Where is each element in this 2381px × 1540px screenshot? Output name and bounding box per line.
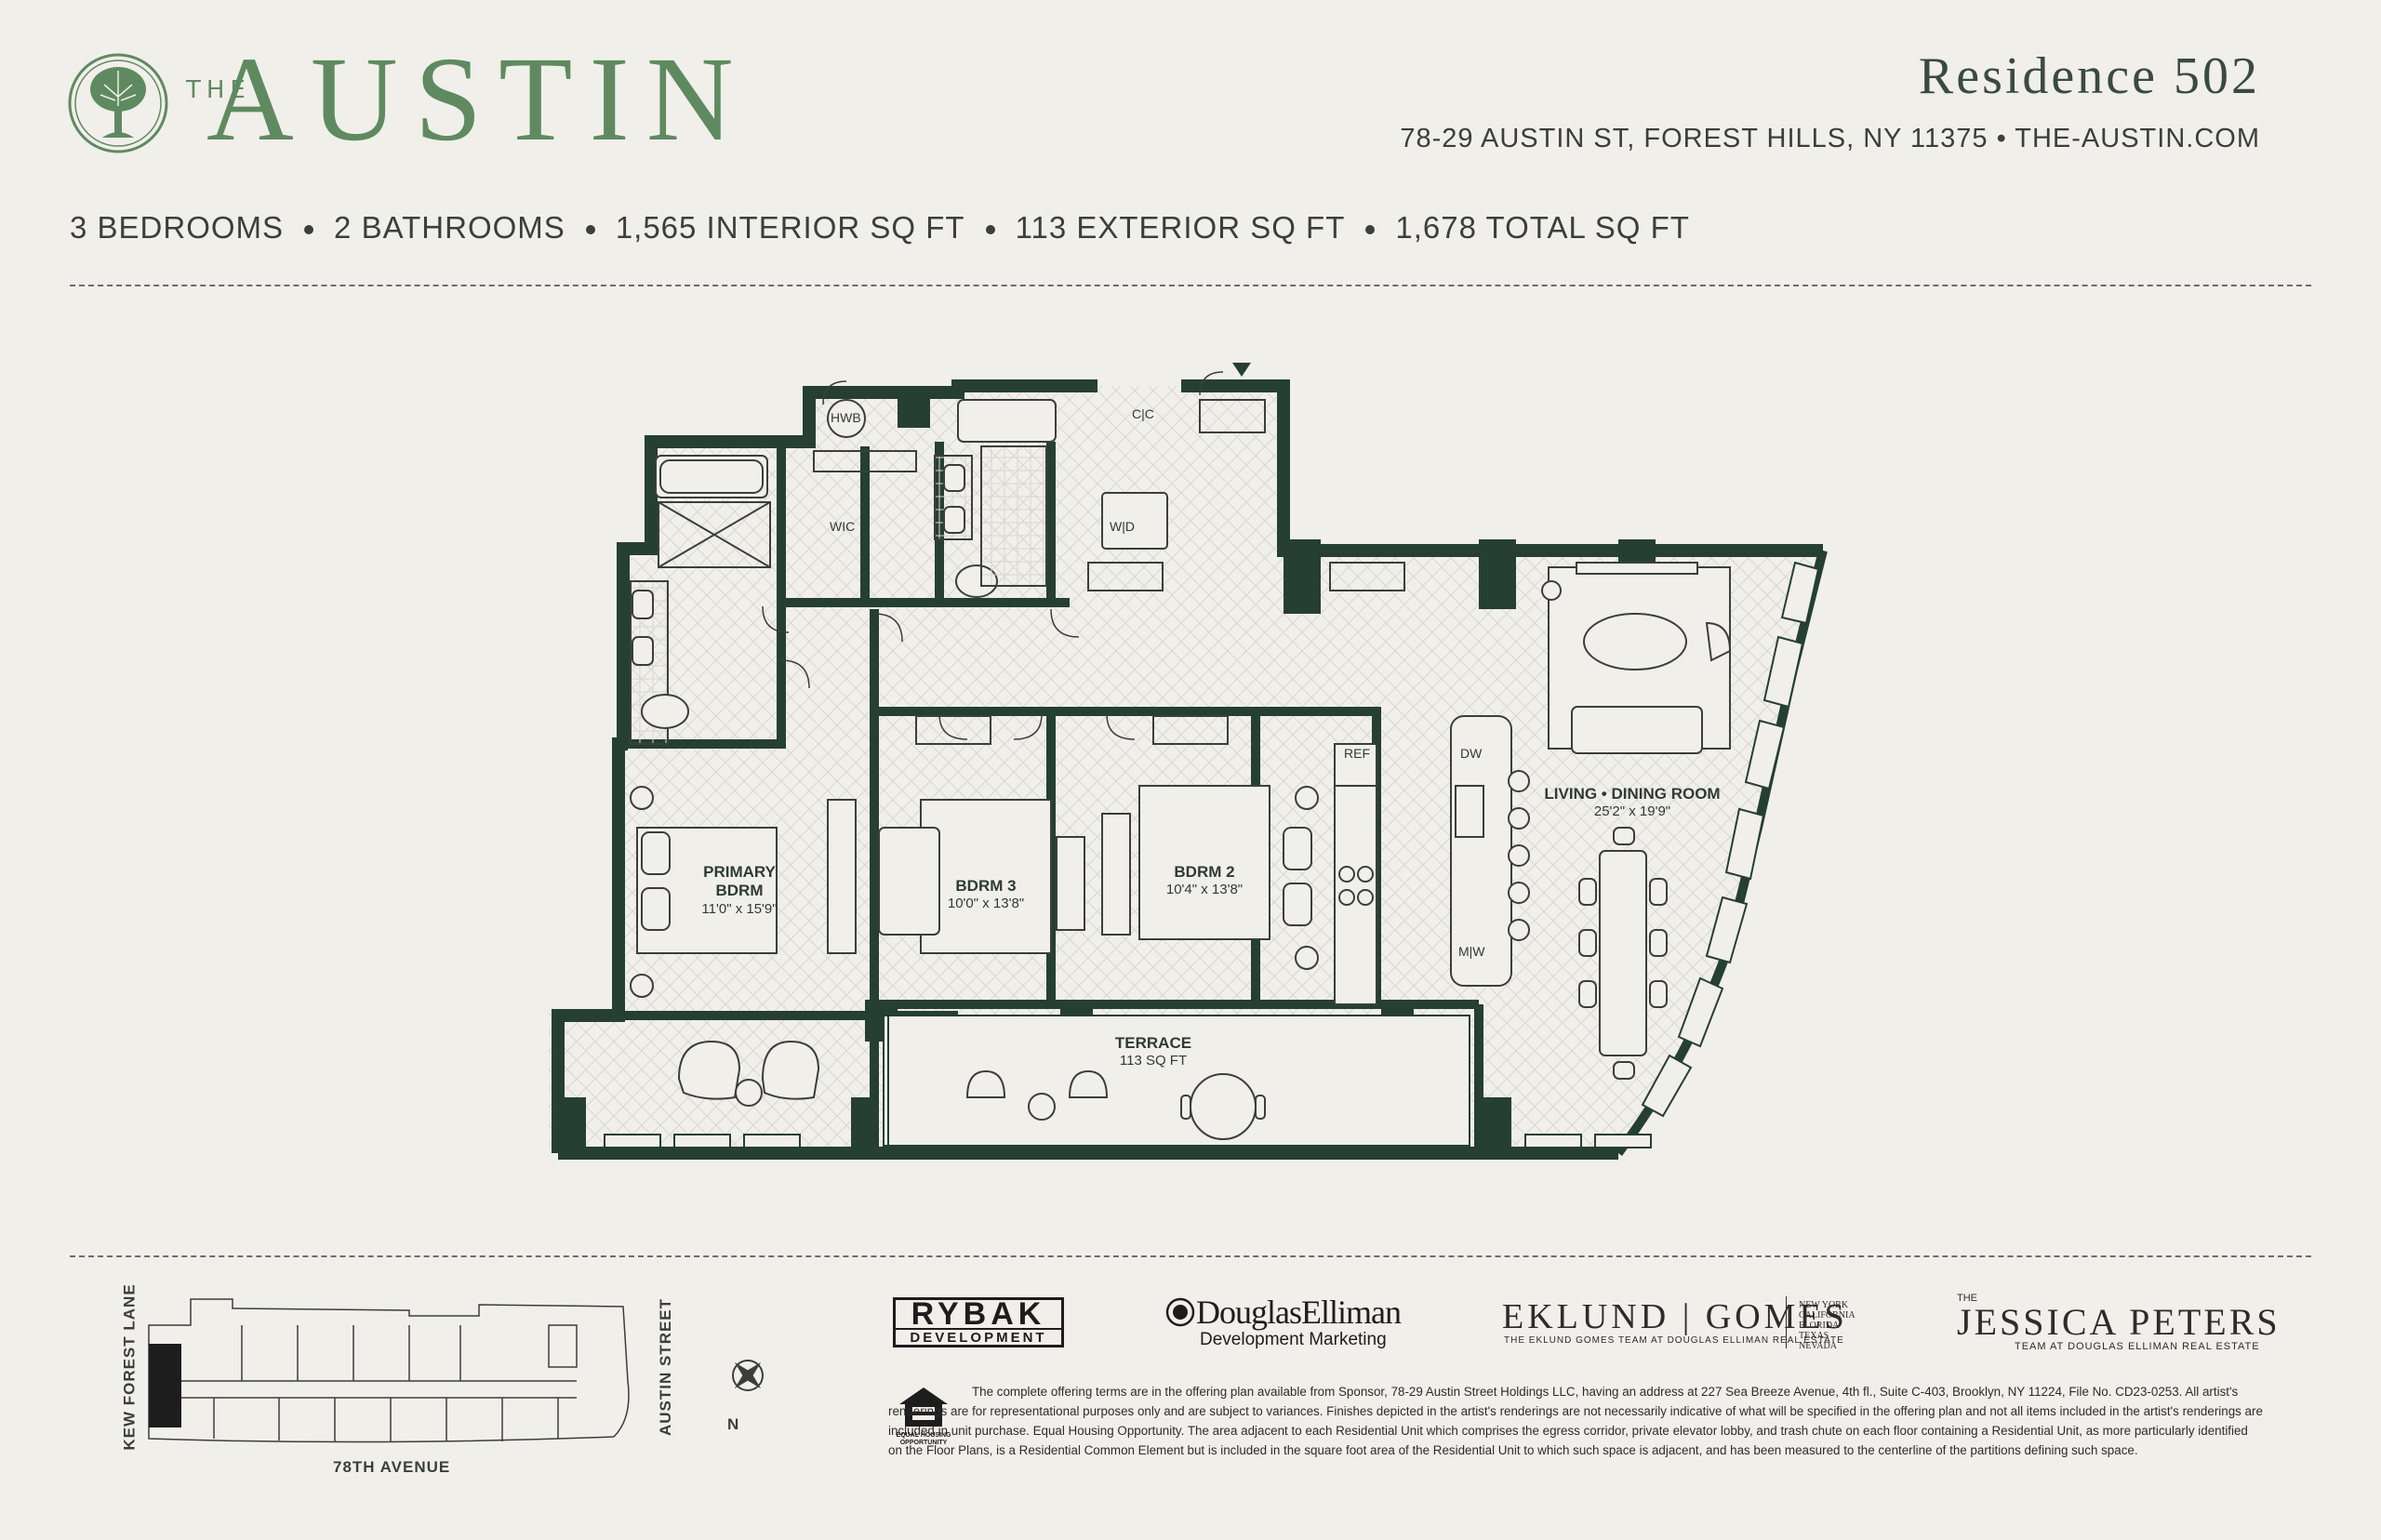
de-mark-icon: [1165, 1297, 1195, 1327]
compass-north: N: [727, 1415, 740, 1433]
room-terrace-dim: 113 SQ FT: [1119, 1053, 1188, 1069]
key-plan-drawing: [148, 1298, 630, 1443]
eg-name: EKLUND | GOMES: [1502, 1297, 1848, 1336]
room-bdrm3-name: BDRM 3: [955, 877, 1017, 895]
equal-housing-icon: [896, 1384, 951, 1430]
room-living-dim: 25'2" x 19'9": [1593, 803, 1671, 820]
eg-sub: THE EKLUND GOMES TEAM AT DOUGLAS ELLIMAN…: [1504, 1335, 1844, 1346]
tree-icon: [68, 53, 168, 153]
stat-bathrooms: 2 BATHROOMS: [334, 210, 565, 245]
label-ref: REF: [1344, 746, 1370, 761]
room-terrace-name: TERRACE: [1114, 1034, 1192, 1052]
label-wic: WIC: [830, 519, 856, 534]
brand-logo: [67, 52, 169, 154]
equal-housing-text: EQUAL HOUSING OPPORTUNITY: [896, 1432, 951, 1446]
divider-bottom: [70, 1255, 2311, 1257]
eg-divider: [1786, 1296, 1787, 1348]
residence-title: Residence 502: [1918, 47, 2260, 105]
de-name: DouglasElliman: [1196, 1294, 1402, 1331]
street-south: 78TH AVENUE: [333, 1458, 451, 1476]
de-sub: Development Marketing: [1200, 1330, 1387, 1349]
label-hwb: HWB: [831, 410, 861, 425]
stat-exterior: 113 EXTERIOR SQ FT: [1015, 210, 1346, 245]
brand-name: AUSTIN: [206, 33, 751, 166]
rybak-logo: RYBAK DEVELOPMENT: [893, 1297, 1064, 1348]
label-cc: C|C: [1132, 406, 1154, 421]
label-mw: M|W: [1458, 944, 1485, 959]
jp-name: JESSICA PETERS: [1957, 1301, 2281, 1343]
room-bdrm2-name: BDRM 2: [1174, 863, 1235, 881]
key-plan: [140, 1288, 642, 1455]
bullet-icon: [985, 225, 995, 235]
compass-icon: [725, 1353, 770, 1398]
unit-stats: 3 BEDROOMS 2 BATHROOMS 1,565 INTERIOR SQ F…: [70, 210, 1690, 246]
jp-sub: TEAM AT DOUGLAS ELLIMAN REAL ESTATE: [2015, 1341, 2260, 1352]
entry-arrow-icon: [1232, 363, 1251, 377]
legal-disclaimer: The complete offering terms are in the o…: [888, 1385, 2263, 1457]
eg-states: NEW YORK CALIFORNIA FLORIDA TEXAS NEVADA: [1799, 1300, 1856, 1351]
room-living-name: LIVING • DINING ROOM: [1544, 785, 1721, 803]
room-primary-dim: 11'0" x 15'9": [701, 900, 778, 917]
street-west: KEW FOREST LANE: [120, 1283, 139, 1451]
rybak-line2: DEVELOPMENT: [896, 1328, 1061, 1347]
divider-top: [70, 285, 2311, 286]
label-wd: W|D: [1110, 519, 1135, 534]
room-primary-name: PRIMARY BDRM: [703, 863, 776, 900]
bullet-icon: [585, 225, 595, 235]
residence-address: 78-29 AUSTIN ST, FOREST HILLS, NY 11375 …: [1400, 124, 2260, 153]
jp-the: THE: [1957, 1293, 1977, 1304]
stat-total: 1,678 TOTAL SQ FT: [1395, 210, 1690, 245]
room-bdrm3-dim: 10'0" x 13'8": [947, 896, 1025, 912]
stat-bedrooms: 3 BEDROOMS: [70, 210, 285, 245]
street-east: AUSTIN STREET: [657, 1297, 675, 1437]
floor-plan-drawing: [549, 363, 1828, 1160]
rybak-line1: RYBAK: [911, 1296, 1046, 1332]
stat-interior: 1,565 INTERIOR SQ FT: [615, 210, 965, 245]
bullet-icon: [304, 225, 314, 235]
bullet-icon: [1365, 225, 1376, 235]
room-bdrm2-dim: 10'4" x 13'8": [1165, 882, 1244, 898]
brand-the: THE: [186, 76, 251, 104]
label-dw: DW: [1460, 746, 1483, 761]
